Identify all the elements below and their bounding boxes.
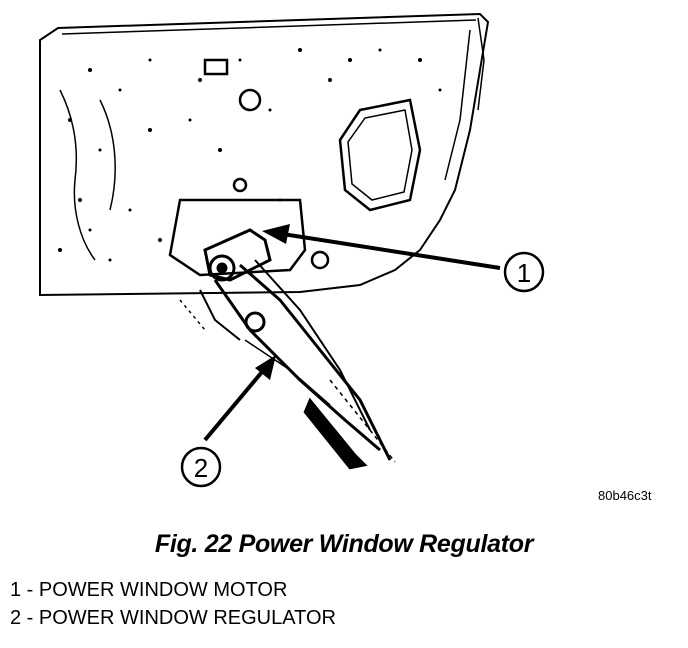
callout-1: 1: [262, 224, 545, 293]
access-openings: [59, 58, 422, 277]
legend-item-1: 1 - POWER WINDOW MOTOR: [10, 579, 288, 601]
window-regulator: [179, 228, 396, 470]
image-id: 80b46c3t: [598, 488, 652, 503]
legend: 1 - POWER WINDOW MOTOR 2 - POWER WINDOW …: [10, 576, 336, 632]
door-regulator-illustration: 1 2: [39, 12, 545, 488]
callout-2: 2: [180, 355, 276, 488]
callout-2-number: 2: [194, 453, 208, 483]
legend-item-2: 2 - POWER WINDOW REGULATOR: [10, 607, 336, 629]
callout-1-number: 1: [517, 258, 531, 288]
door-panel: [39, 12, 490, 297]
figure-caption: Fig. 22 Power Window Regulator: [154, 530, 534, 558]
